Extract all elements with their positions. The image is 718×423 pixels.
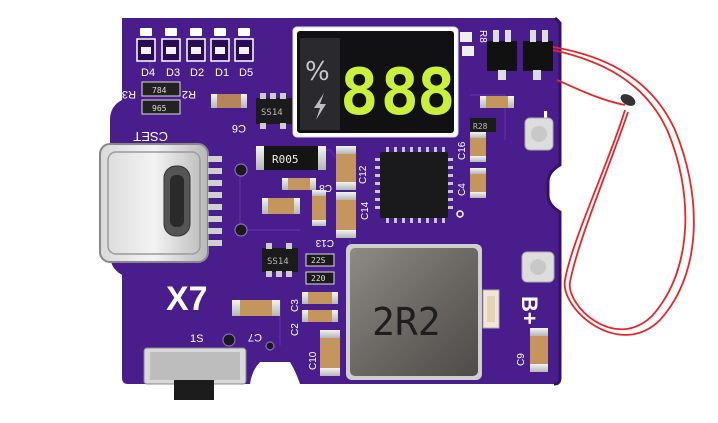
diode-ss14-top: SS14 (256, 93, 292, 129)
power-inductor: 2R2 (346, 244, 482, 380)
led-label-d3: D3 (166, 67, 180, 79)
svg-text:R8: R8 (477, 30, 488, 43)
caps-cluster-left: C8 (262, 178, 332, 226)
diode-ss14-bottom: SS14 C13 (262, 237, 334, 277)
svg-text:SS14: SS14 (261, 108, 283, 118)
svg-text:C6: C6 (232, 122, 246, 134)
percent-symbol: % (305, 57, 330, 87)
r28-resistor: R28 (470, 96, 514, 132)
svg-text:C7: C7 (248, 331, 262, 343)
cset-label: CSET (133, 129, 168, 144)
svg-text:C14: C14 (360, 201, 371, 220)
small-resistors: 22S 220 (305, 253, 335, 285)
vias (222, 163, 275, 351)
svg-text:C12: C12 (358, 165, 369, 184)
display-digits: 88 (340, 56, 421, 130)
c14-capacitor: C14 (336, 192, 371, 238)
controller-ic (375, 147, 464, 223)
inductor-marking: 2R2 (372, 300, 441, 344)
svg-text:SS14: SS14 (267, 257, 289, 267)
svg-text:C16: C16 (457, 141, 468, 160)
svg-text:R28: R28 (473, 122, 488, 131)
c10-capacitor: C10 (308, 330, 340, 376)
usb-c-port (99, 143, 222, 263)
svg-text:R005: R005 (272, 153, 299, 166)
svg-text:C9: C9 (516, 353, 527, 366)
svg-text:784: 784 (152, 86, 167, 95)
caps-c3-c2: C3 C2 (290, 292, 338, 336)
thermistor-bead (620, 94, 636, 106)
led-row: D4 D3 D2 D1 D5 (136, 28, 254, 79)
r8-resistor: R8 (460, 30, 488, 56)
model-label: X7 (166, 280, 208, 318)
led-label-d2: D2 (190, 67, 204, 79)
slide-switch[interactable]: 1S (143, 333, 247, 400)
svg-text:965: 965 (152, 104, 167, 113)
switch-label: 1S (190, 333, 203, 345)
r3-label: R3 (122, 88, 136, 100)
thermistor-wire (552, 46, 695, 336)
led-label-d5: D5 (239, 67, 253, 79)
output-mosfets (487, 30, 553, 80)
sense-resistor-r005: R005 (256, 146, 326, 170)
svg-text:C13: C13 (315, 237, 334, 248)
battery-plus-label: B+ (517, 296, 542, 325)
c7-capacitor: C7 (232, 300, 280, 343)
svg-text:C3: C3 (290, 299, 301, 312)
svg-text:C2: C2 (290, 323, 301, 336)
svg-text:C8: C8 (319, 182, 332, 193)
r2-label: R2 (182, 88, 196, 100)
led-display: % 88 8 (292, 26, 459, 138)
led-label-d1: D1 (215, 67, 229, 79)
c12-capacitor: C12 (336, 146, 369, 190)
cset-resistors: 784 965 R3 R2 CSET (122, 81, 196, 144)
charging-bolt-icon (314, 93, 326, 120)
c9-capacitor: C9 (516, 328, 548, 372)
svg-text:C4: C4 (457, 183, 468, 196)
svg-text:220: 220 (311, 274, 326, 283)
wire-connector (482, 289, 500, 329)
display-trailing-digit: 8 (417, 56, 456, 130)
caps-cluster-right: C16 C4 (457, 132, 486, 198)
svg-text:C10: C10 (308, 351, 319, 370)
c6-capacitor: C6 (211, 94, 247, 134)
battery-minus-label: - (533, 110, 563, 119)
led-label-d4: D4 (141, 67, 155, 79)
svg-text:22S: 22S (311, 256, 326, 265)
switch-knob[interactable] (174, 380, 214, 400)
